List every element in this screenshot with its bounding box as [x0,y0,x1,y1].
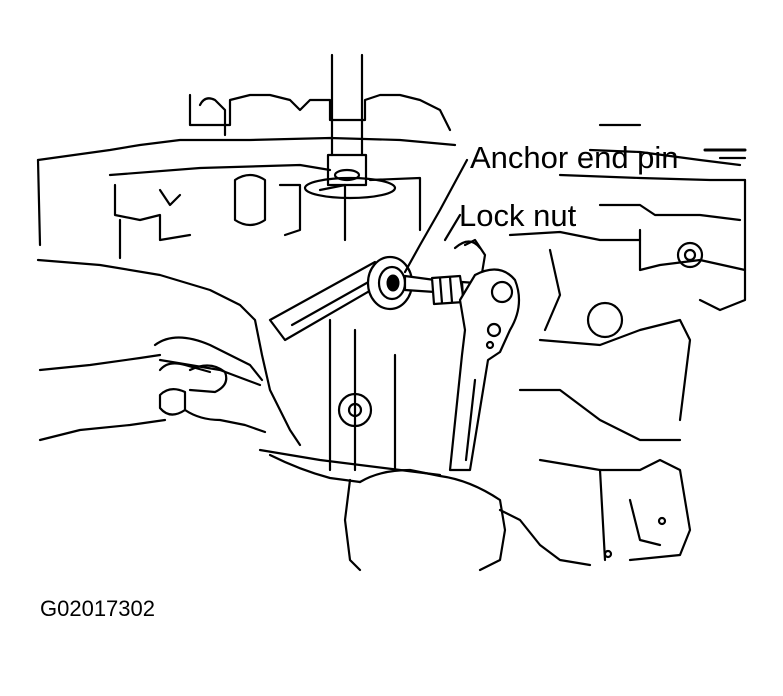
left-hand [36,258,302,447]
lock-nut-label: Lock nut [459,198,577,233]
shaft [303,53,397,200]
leader-lines [403,158,469,274]
figure-code: G02017302 [40,596,155,621]
right-hand [268,453,507,572]
transmission-case [36,93,747,567]
anchor-end-pin-label: Anchor end pin [470,140,679,175]
left-wrench [268,255,414,342]
right-wrench [448,268,521,472]
